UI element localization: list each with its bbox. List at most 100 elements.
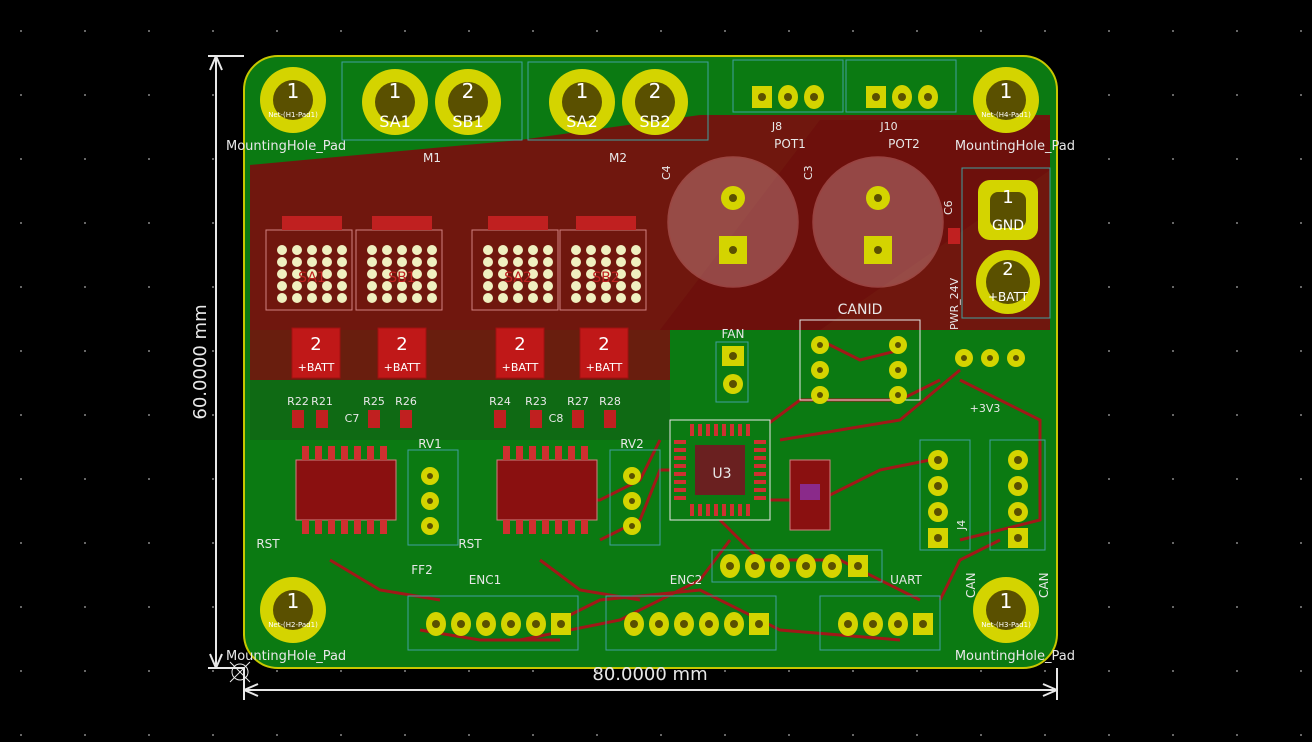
ic-pin[interactable] <box>302 520 309 534</box>
mosfet-tab[interactable] <box>372 216 432 230</box>
ic-pin[interactable] <box>529 446 536 460</box>
mcu-pin[interactable] <box>706 504 710 516</box>
mcu-pin[interactable] <box>746 424 750 436</box>
resistor-pad[interactable] <box>316 410 328 428</box>
mcu-pin[interactable] <box>754 440 766 444</box>
mcu-pin[interactable] <box>722 504 726 516</box>
mcu-pin[interactable] <box>698 424 702 436</box>
ic-pin[interactable] <box>568 446 575 460</box>
mcu-pin[interactable] <box>754 472 766 476</box>
mcu-pin[interactable] <box>754 448 766 452</box>
resistor-pad[interactable] <box>572 410 584 428</box>
ic-pin[interactable] <box>354 520 361 534</box>
mcu-pin[interactable] <box>738 424 742 436</box>
batt-pad[interactable] <box>291 327 341 379</box>
ic-pin[interactable] <box>542 446 549 460</box>
mcu-pin[interactable] <box>674 440 686 444</box>
mcu-pin[interactable] <box>706 424 710 436</box>
grid-dot <box>20 286 22 288</box>
ic-pin[interactable] <box>503 446 510 460</box>
ic-pin[interactable] <box>302 446 309 460</box>
ff2-label: FF2 <box>411 563 432 577</box>
grid-dot <box>1300 286 1302 288</box>
ic-pin[interactable] <box>529 520 536 534</box>
grid-dot <box>148 606 150 608</box>
mcu-pin[interactable] <box>674 488 686 492</box>
mcu-pin[interactable] <box>690 424 694 436</box>
mcu-pin[interactable] <box>674 464 686 468</box>
thermal-via <box>427 257 437 267</box>
thermal-via <box>307 281 317 291</box>
motor-pad-drill <box>375 82 415 122</box>
thermal-via <box>498 257 508 267</box>
mcu-pin[interactable] <box>754 456 766 460</box>
grid-dot <box>212 734 214 736</box>
grid-dot <box>20 734 22 736</box>
height-dimension-label: 60.0000 mm <box>190 304 211 419</box>
batt-pad-num: 2 <box>598 334 609 355</box>
mcu-pin[interactable] <box>698 504 702 516</box>
mcu-pin[interactable] <box>674 472 686 476</box>
mcu-pin[interactable] <box>674 496 686 500</box>
mcu-pin[interactable] <box>754 464 766 468</box>
motor-pad-num: 2 <box>462 79 475 103</box>
ic-pin[interactable] <box>555 520 562 534</box>
grid-dot <box>596 734 598 736</box>
mosfet-tab[interactable] <box>282 216 342 230</box>
mcu-pin[interactable] <box>722 424 726 436</box>
ic-pin[interactable] <box>568 520 575 534</box>
ic-pin[interactable] <box>315 520 322 534</box>
resistor-pad[interactable] <box>292 410 304 428</box>
mcu-pin[interactable] <box>754 496 766 500</box>
ic-pin[interactable] <box>341 446 348 460</box>
ic-pin[interactable] <box>380 520 387 534</box>
ic-pin[interactable] <box>341 520 348 534</box>
ic-pin[interactable] <box>503 520 510 534</box>
grid-dot <box>276 670 278 672</box>
mcu-pin[interactable] <box>746 504 750 516</box>
mcu-pin[interactable] <box>730 504 734 516</box>
ic-pin[interactable] <box>328 446 335 460</box>
batt-pad[interactable] <box>579 327 629 379</box>
grid-dot <box>212 30 214 32</box>
resistor-pad[interactable] <box>530 410 542 428</box>
ic-pin[interactable] <box>367 446 374 460</box>
mcu-pin[interactable] <box>690 504 694 516</box>
ic-pin[interactable] <box>367 520 374 534</box>
resistor-pad[interactable] <box>400 410 412 428</box>
mcu-pin[interactable] <box>674 480 686 484</box>
mcu-pin[interactable] <box>714 424 718 436</box>
resistor-pad[interactable] <box>368 410 380 428</box>
ic-pin[interactable] <box>581 446 588 460</box>
ic-pin[interactable] <box>516 520 523 534</box>
mcu-pin[interactable] <box>714 504 718 516</box>
resistor-pad[interactable] <box>604 410 616 428</box>
ic-pin[interactable] <box>354 446 361 460</box>
resistor-pad[interactable] <box>494 410 506 428</box>
ic-pin[interactable] <box>516 446 523 460</box>
ic-pin[interactable] <box>555 446 562 460</box>
mosfet-tab[interactable] <box>488 216 548 230</box>
grid-dot <box>84 30 86 32</box>
thermal-via <box>483 293 493 303</box>
batt-pad[interactable] <box>377 327 427 379</box>
mcu-pin[interactable] <box>674 456 686 460</box>
mcu-pin[interactable] <box>754 480 766 484</box>
thermal-via <box>307 245 317 255</box>
mcu-pin[interactable] <box>730 424 734 436</box>
ic-pin[interactable] <box>542 520 549 534</box>
ic-pin[interactable] <box>328 520 335 534</box>
mcu-pin[interactable] <box>674 448 686 452</box>
ic-pin[interactable] <box>315 446 322 460</box>
mcu-pin[interactable] <box>754 488 766 492</box>
board[interactable]: 1Net-(H1-Pad1)MountingHole_Pad1Net-(H4-P… <box>226 55 1075 669</box>
mosfet-tab[interactable] <box>576 216 636 230</box>
mcu-pin[interactable] <box>738 504 742 516</box>
batt-pad[interactable] <box>495 327 545 379</box>
thermal-via <box>322 245 332 255</box>
ic-pin[interactable] <box>380 446 387 460</box>
ic-pin[interactable] <box>581 520 588 534</box>
thermal-via <box>483 257 493 267</box>
